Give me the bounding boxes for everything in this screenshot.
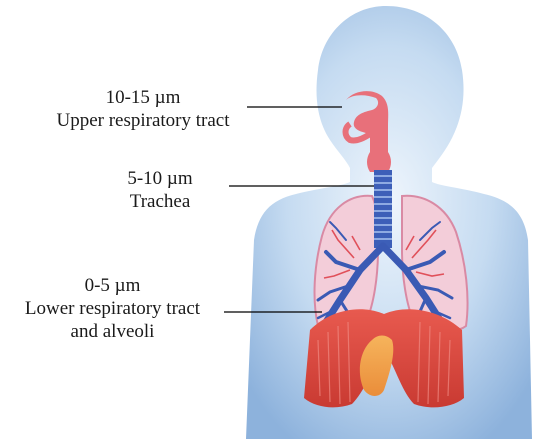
particle-size-lower: 0-5 µm (0, 274, 225, 297)
trachea (374, 170, 392, 248)
label-lower-respiratory: 0-5 µm Lower respiratory tract and alveo… (0, 274, 225, 343)
particle-size-upper: 10-15 µm (40, 86, 246, 109)
region-lower: Lower respiratory tract (0, 297, 225, 320)
region-trachea: Trachea (105, 190, 215, 213)
region-upper: Upper respiratory tract (40, 109, 246, 132)
label-trachea: 5-10 µm Trachea (105, 167, 215, 213)
label-upper-respiratory: 10-15 µm Upper respiratory tract (40, 86, 246, 132)
region-lower-line2: and alveoli (0, 320, 225, 343)
particle-size-trachea: 5-10 µm (105, 167, 215, 190)
